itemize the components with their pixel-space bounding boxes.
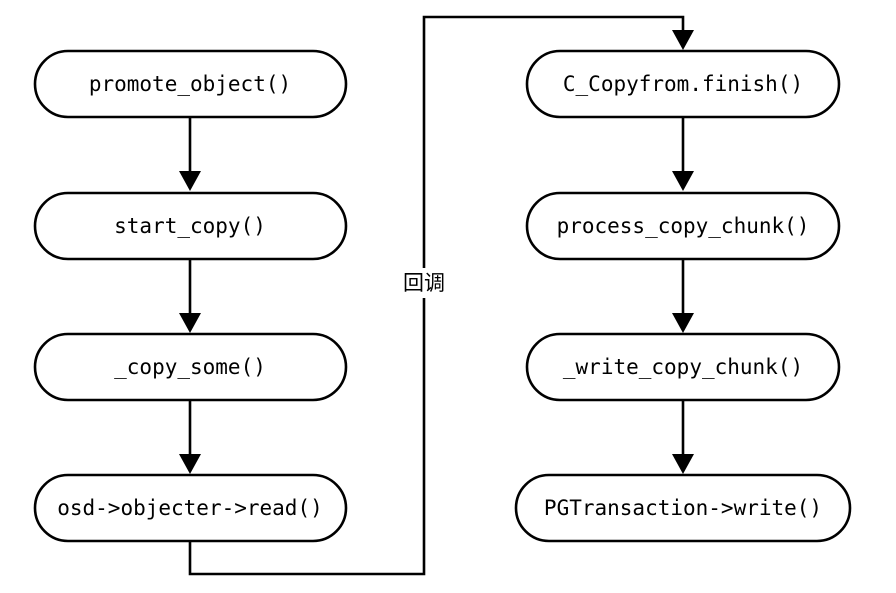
edge-read-to-finish-callback: 回调 <box>188 15 694 576</box>
edge-copysome-to-read <box>179 400 201 474</box>
node-pgtransaction-write: PGTransaction->write() <box>514 473 852 543</box>
edge-promote-to-start <box>179 117 201 191</box>
edge-write-to-pgwrite <box>672 400 694 474</box>
node-label: _copy_some() <box>114 355 266 379</box>
edge-finish-to-process <box>672 117 694 191</box>
callback-label-bg <box>398 268 450 298</box>
edge-process-to-write <box>672 259 694 333</box>
node-label: C_Copyfrom.finish() <box>563 72 803 96</box>
nodes: promote_object() start_copy() _copy_some… <box>33 49 852 543</box>
node-label: promote_object() <box>89 72 291 96</box>
node-process-copy-chunk: process_copy_chunk() <box>525 191 841 261</box>
node-write-copy-chunk: _write_copy_chunk() <box>525 332 841 402</box>
node-label: start_copy() <box>114 214 266 238</box>
node-copy-some: _copy_some() <box>33 332 348 402</box>
node-copyfrom-finish: C_Copyfrom.finish() <box>525 49 841 119</box>
node-label: _write_copy_chunk() <box>563 355 803 379</box>
node-objecter-read: osd->objecter->read() <box>33 473 348 543</box>
callback-label: 回调 <box>403 271 445 295</box>
edges: 回调 <box>179 15 694 576</box>
node-label: osd->objecter->read() <box>57 496 323 520</box>
node-start-copy: start_copy() <box>33 191 348 261</box>
edge-start-to-copysome <box>179 259 201 333</box>
node-label: PGTransaction->write() <box>544 496 822 520</box>
node-promote-object: promote_object() <box>33 49 348 119</box>
node-label: process_copy_chunk() <box>557 214 810 238</box>
